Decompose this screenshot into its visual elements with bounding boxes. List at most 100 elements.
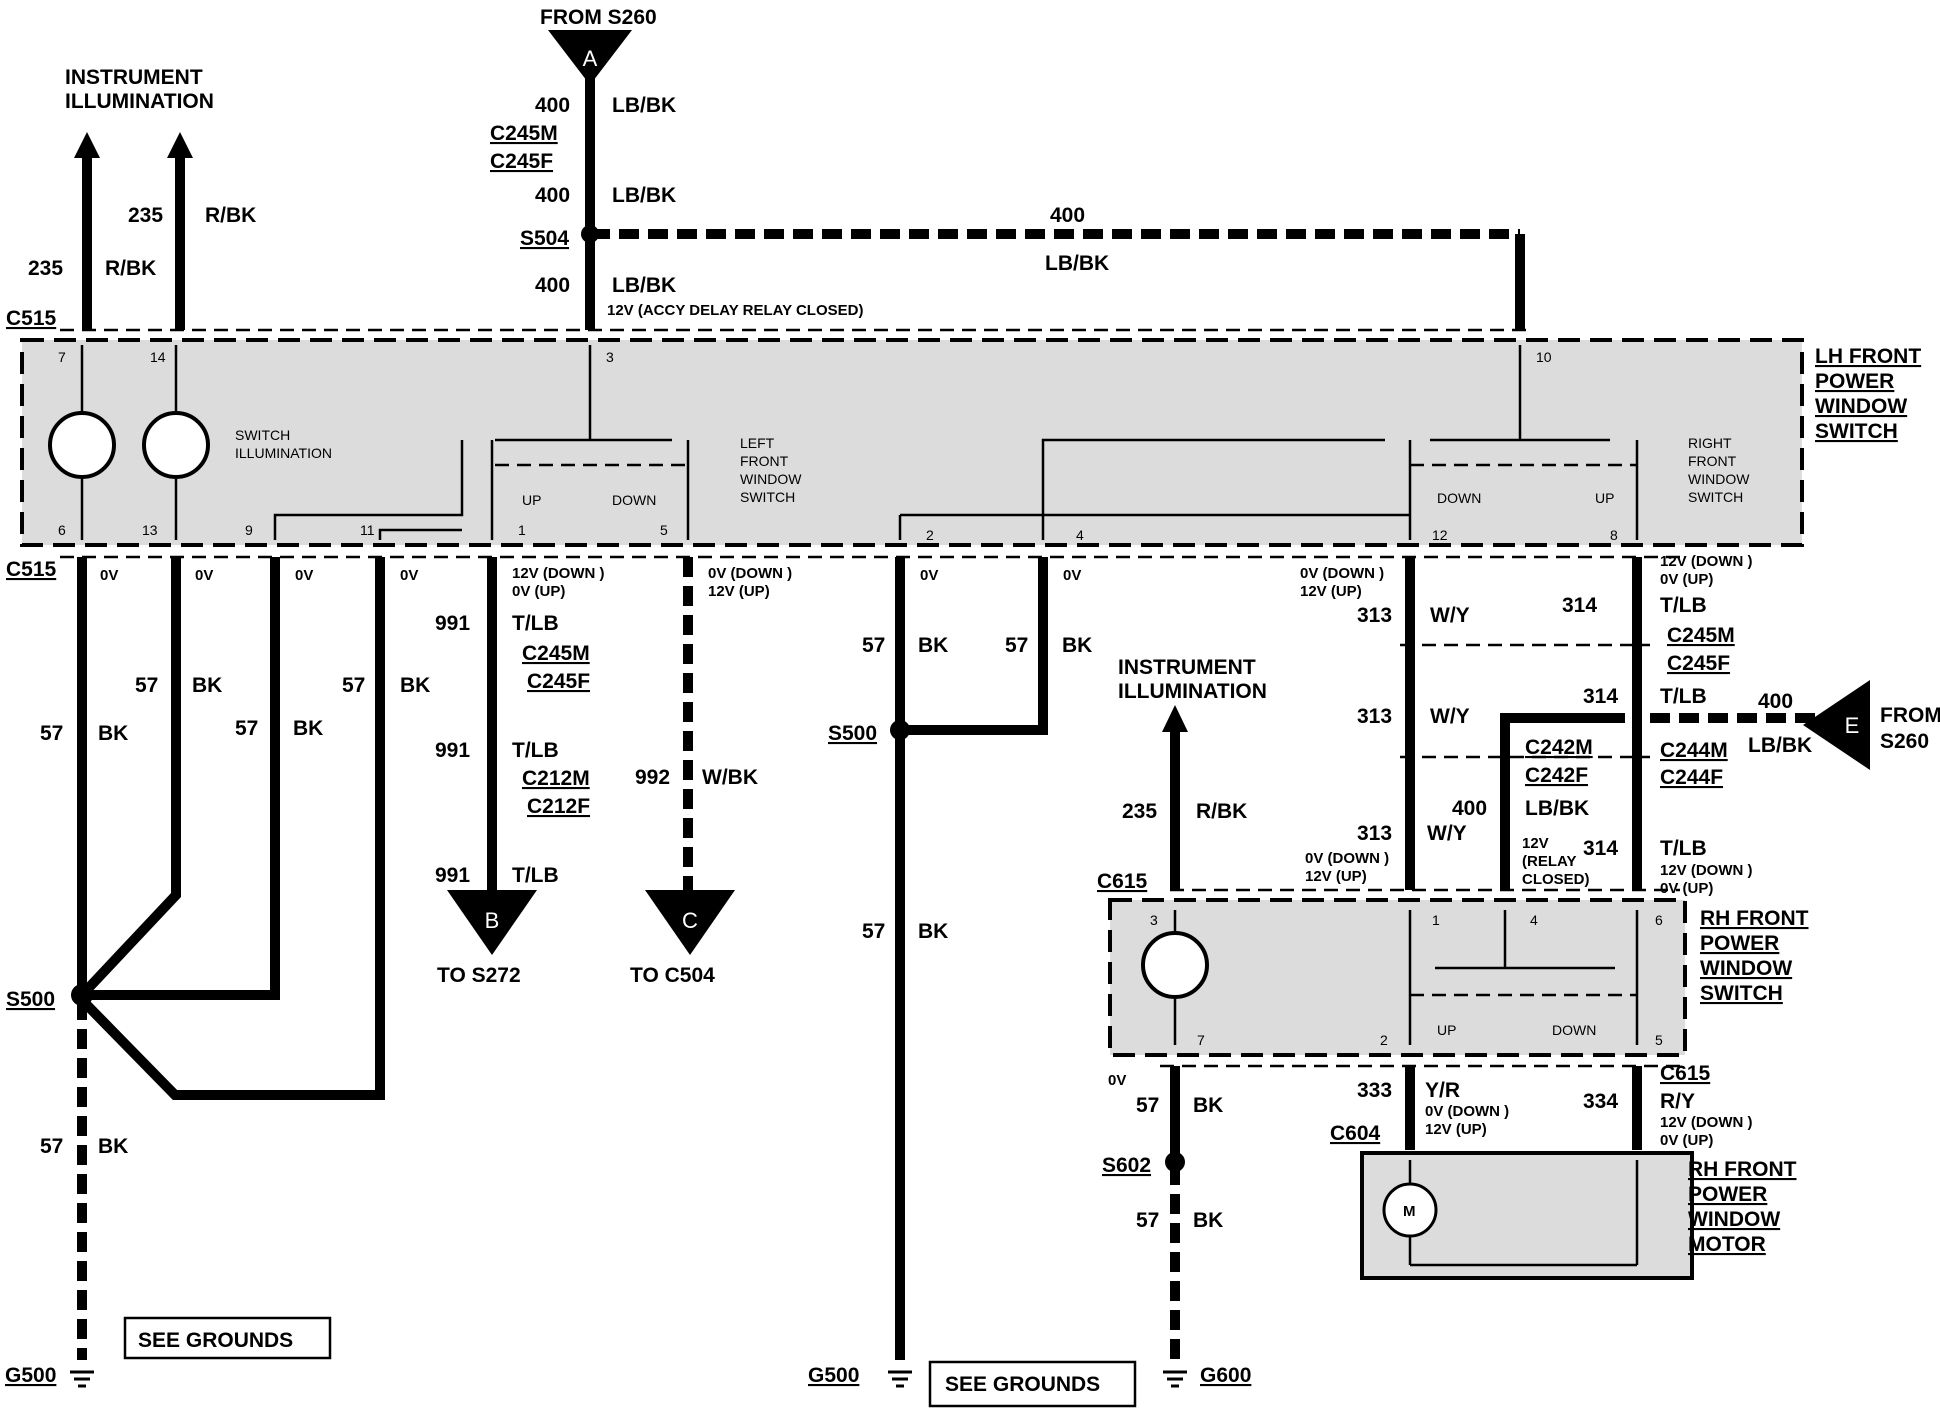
right-front-2: FRONT	[1688, 453, 1737, 469]
marker-e-label: E	[1845, 713, 1860, 738]
pin-1: 1	[518, 522, 526, 538]
lh-int-pin9	[273, 440, 464, 540]
label-235-c: 235	[1122, 800, 1157, 823]
from-e-line1: FROM	[1880, 704, 1940, 727]
label-ry: R/Y	[1660, 1090, 1695, 1113]
label-c245f-top: C245F	[490, 150, 553, 173]
ground-g500-left-icon	[70, 1370, 94, 1388]
lh-int-pin4	[1041, 438, 1385, 540]
label-313-a: 313	[1357, 604, 1392, 627]
lh-left-up: UP	[522, 492, 541, 508]
rh-switch-name-1: RH FRONT	[1700, 907, 1809, 930]
pin-12: 12	[1432, 527, 1448, 543]
lh-right-up: UP	[1595, 490, 1614, 506]
lh-right-down: DOWN	[1437, 490, 1481, 506]
lh-switch-name-3: WINDOW	[1815, 395, 1907, 418]
lh-front-power-window-switch-box	[20, 338, 1804, 547]
instr-illum-left-line2: ILLUMINATION	[65, 90, 214, 113]
label-lbbk-e: LB/BK	[1748, 734, 1812, 757]
volt-relay-2: (RELAY	[1522, 853, 1576, 870]
wire-57-pin13	[78, 557, 181, 999]
left-front-2: FRONT	[740, 453, 789, 469]
rh-motor-name-1: RH FRONT	[1688, 1158, 1797, 1181]
volt-0v-b: 0V	[195, 567, 213, 584]
instr-illum-left-line1: INSTRUMENT	[65, 66, 203, 89]
from-e-line2: S260	[1880, 730, 1929, 753]
lamp-instrument-a	[48, 411, 116, 479]
instr-illum-right-line2: ILLUMINATION	[1118, 680, 1267, 703]
label-c515-top: C515	[6, 307, 57, 330]
wire-400-lbbk-rh	[1500, 713, 1625, 890]
label-bk-g: BK	[1062, 634, 1092, 657]
label-57-c: 57	[235, 717, 258, 740]
volt-0v-rh: 0V	[1108, 1072, 1126, 1089]
label-tlb-a: T/LB	[512, 612, 559, 635]
splice-s602	[1165, 1152, 1185, 1172]
motor-m-label: M	[1403, 1203, 1416, 1220]
volt-0v-c: 0V	[295, 567, 313, 584]
label-334: 334	[1583, 1090, 1618, 1113]
wire-57-pin9	[82, 557, 280, 1000]
volt-0v-e: 0V	[920, 567, 938, 584]
volt-0v-f: 0V	[1063, 567, 1081, 584]
wire-57-pin11	[78, 557, 385, 1100]
label-wy-a: W/Y	[1430, 604, 1470, 627]
switch-illum-1: SWITCH	[235, 427, 290, 443]
volt-333-up: 12V (UP)	[1425, 1121, 1487, 1138]
label-s500-left: S500	[6, 988, 55, 1011]
volt-334-down: 12V (DOWN )	[1660, 1114, 1753, 1131]
label-314-b: 314	[1583, 685, 1618, 708]
label-bk-c: BK	[293, 717, 323, 740]
label-bk-a: BK	[98, 722, 128, 745]
label-bk-b: BK	[192, 674, 222, 697]
label-57-d: 57	[342, 674, 365, 697]
label-to-s272: TO S272	[437, 964, 521, 987]
motor-symbol	[1382, 1182, 1438, 1238]
label-c245m-mid: C245M	[522, 642, 590, 665]
label-lbbk-f: LB/BK	[1525, 797, 1589, 820]
volt-313c-up: 12V (UP)	[1305, 868, 1367, 885]
lh-switch-name-4: SWITCH	[1815, 420, 1898, 443]
rh-pin-5: 5	[1655, 1032, 1663, 1048]
volt-relay-3: CLOSED)	[1522, 871, 1590, 888]
label-s500-mid: S500	[828, 722, 877, 745]
volt-992-up: 12V (UP)	[708, 583, 770, 600]
label-c244m: C244M	[1660, 739, 1728, 762]
lamp-instrument-b	[142, 411, 210, 479]
label-313-c: 313	[1357, 822, 1392, 845]
pin-14: 14	[150, 349, 166, 365]
label-c615-bottom: C615	[1660, 1062, 1711, 1085]
rh-motor-name-4: MOTOR	[1688, 1233, 1766, 1256]
label-s602: S602	[1102, 1154, 1151, 1177]
rh-switch-name-2: POWER	[1700, 932, 1779, 955]
rh-switch-name-4: SWITCH	[1700, 982, 1783, 1005]
pin-8: 8	[1610, 527, 1618, 543]
instr-illum-right-line1: INSTRUMENT	[1118, 656, 1256, 679]
pin-6: 6	[58, 522, 66, 538]
label-bk-d: BK	[400, 674, 430, 697]
lh-switch-name-2: POWER	[1815, 370, 1894, 393]
volt-313c-down: 0V (DOWN )	[1305, 850, 1389, 867]
right-front-3: WINDOW	[1688, 471, 1750, 487]
label-c244f: C244F	[1660, 766, 1723, 789]
arrow-up-illum-b	[167, 132, 193, 158]
lh-int-pin11	[378, 528, 462, 540]
label-tlb-r1: T/LB	[1660, 594, 1707, 617]
rh-motor-name-2: POWER	[1688, 1183, 1767, 1206]
label-c604: C604	[1330, 1122, 1381, 1145]
label-yr: Y/R	[1425, 1079, 1460, 1102]
marker-b-triangle	[447, 890, 537, 955]
volt-relay-1: 12V	[1522, 835, 1549, 852]
label-tlb-r2: T/LB	[1660, 685, 1707, 708]
label-400-long: 400	[1050, 204, 1085, 227]
pin-5: 5	[660, 522, 668, 538]
see-grounds-mid: SEE GROUNDS	[945, 1373, 1100, 1396]
rh-pin-7: 7	[1197, 1032, 1205, 1048]
splice-s500-left	[71, 984, 93, 1006]
label-bk-h: BK	[918, 920, 948, 943]
pin-7: 7	[58, 349, 66, 365]
label-wy-b: W/Y	[1430, 705, 1470, 728]
volt-314-up: 0V (UP)	[1660, 571, 1713, 588]
label-lbbk-c: LB/BK	[612, 274, 676, 297]
